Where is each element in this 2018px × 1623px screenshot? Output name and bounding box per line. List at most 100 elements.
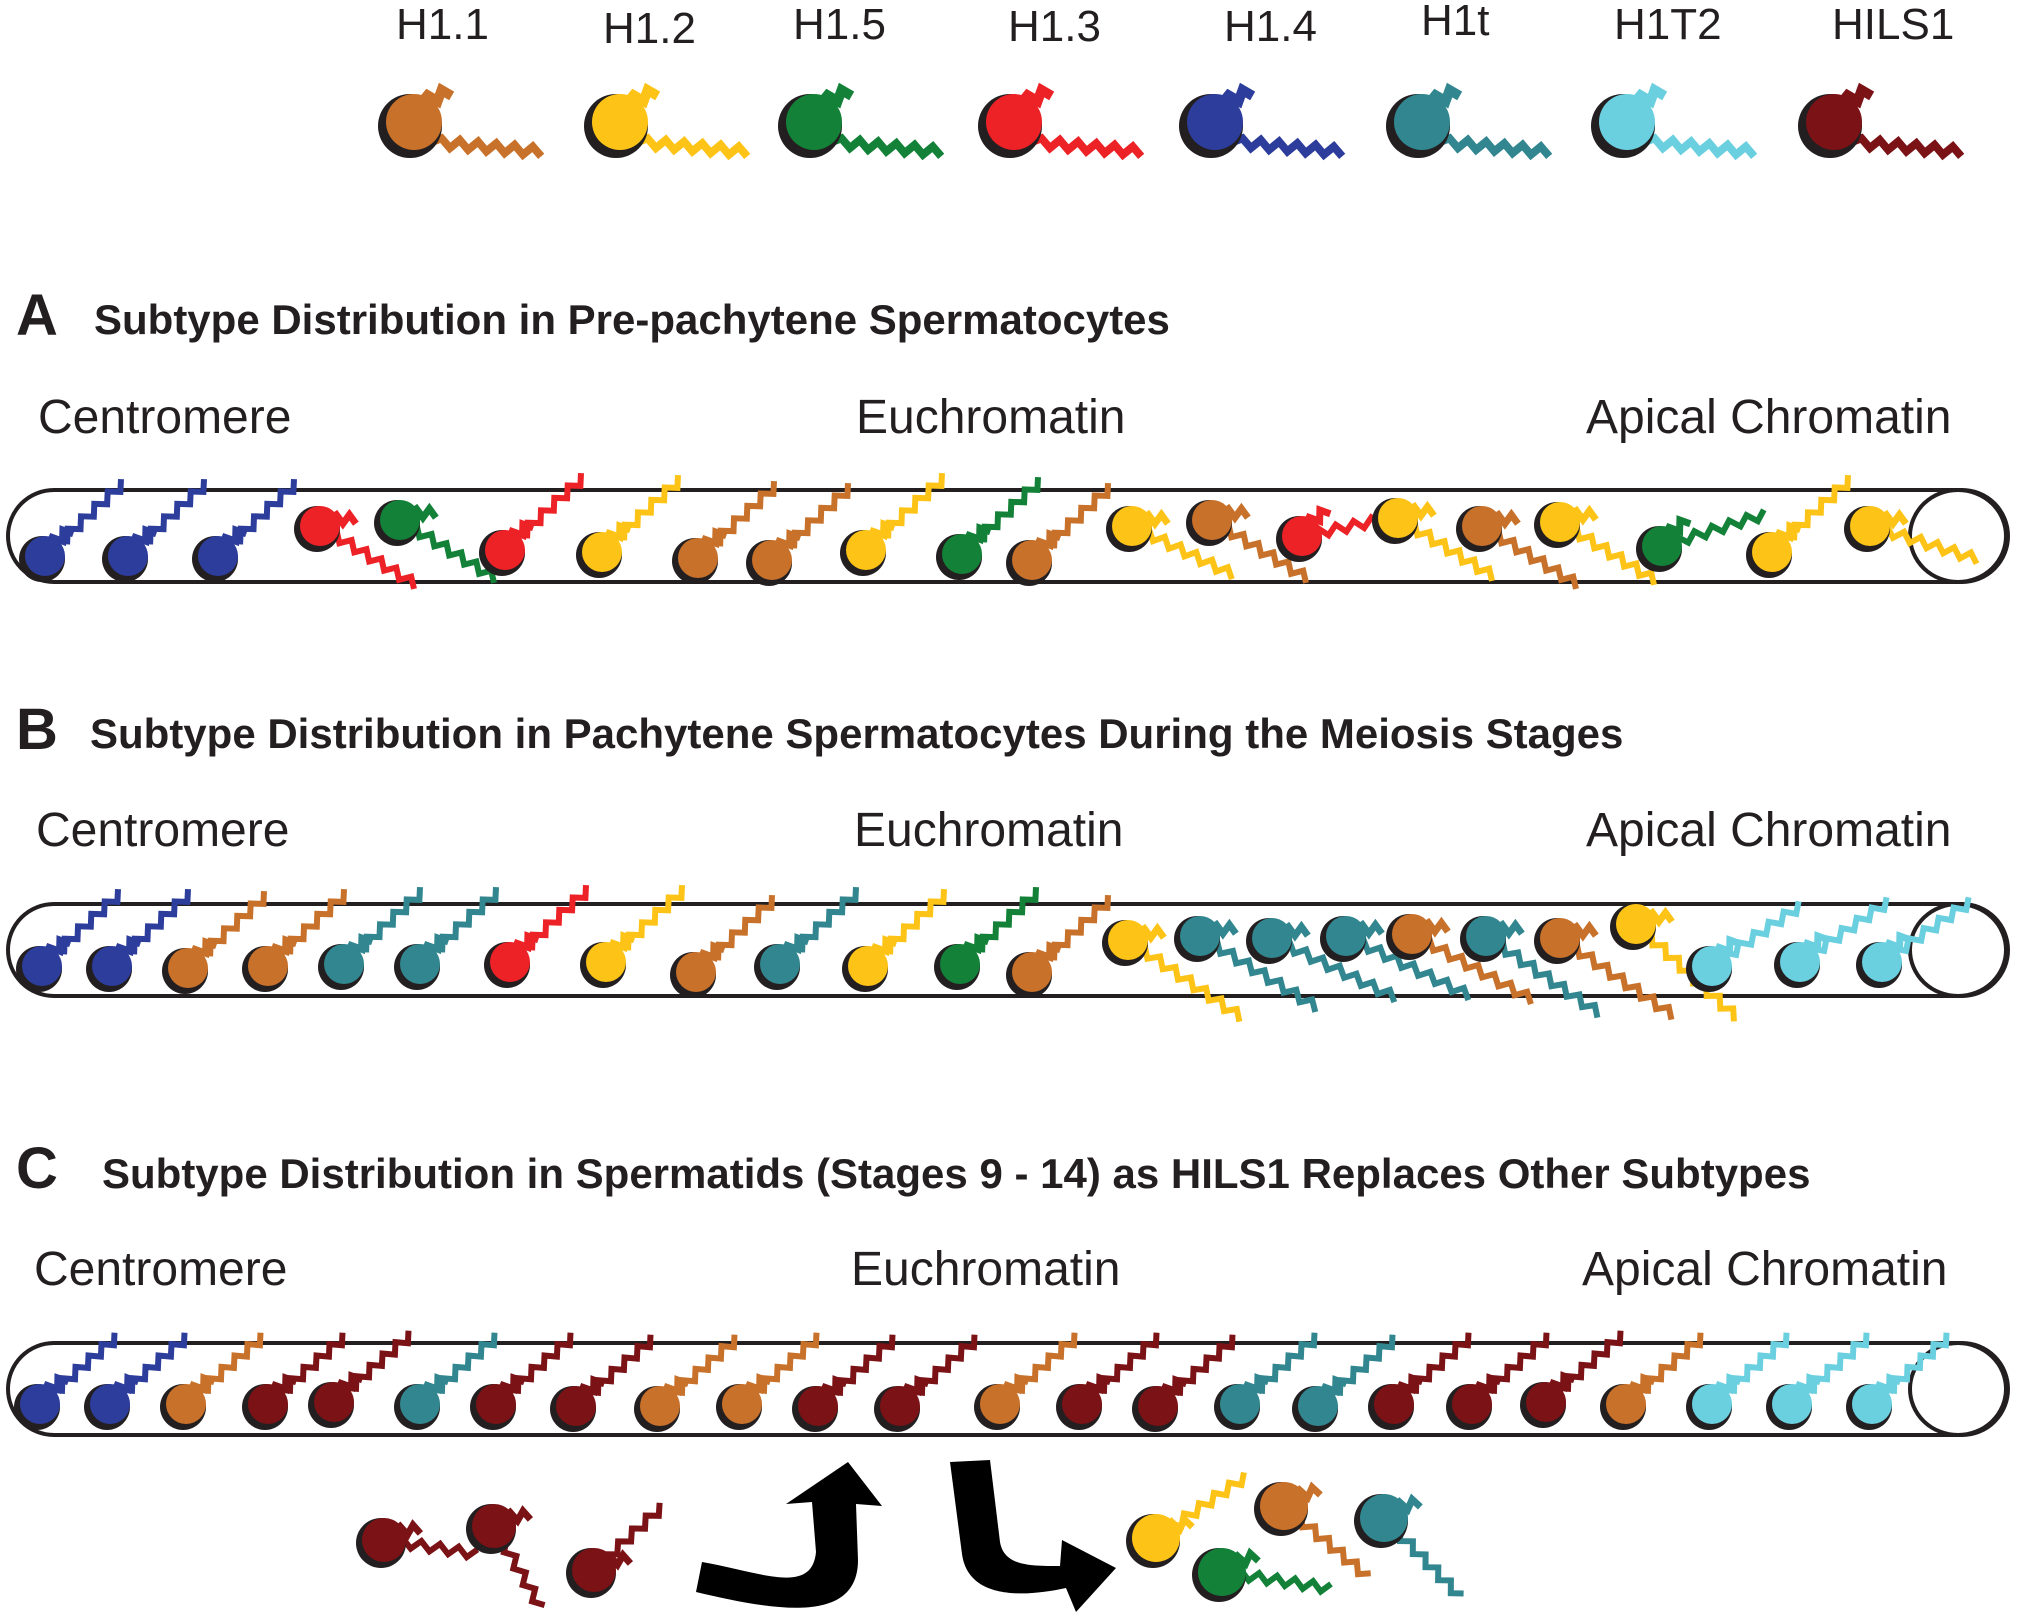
histone-h1t2	[1686, 900, 1802, 992]
histone-h1-1	[1186, 500, 1309, 584]
panel-c-centromere-label: Centromere	[34, 1243, 288, 1296]
displacement-arrow	[950, 1460, 1116, 1612]
legend-label-h1-2: H1.2	[603, 4, 696, 53]
histone-h1-3	[294, 506, 417, 590]
histone-h1-2	[1106, 506, 1235, 581]
histone-h1-1	[1456, 506, 1579, 590]
legend-label-h1-5: H1.5	[793, 0, 886, 49]
legend-histone-h1-5	[778, 82, 945, 161]
histone-h1t	[318, 886, 423, 990]
histone-h1-4	[86, 888, 191, 992]
histone-h1-2	[1534, 502, 1657, 586]
panel-b-centromere-label: Centromere	[36, 804, 290, 857]
histone-h1-2	[576, 474, 681, 578]
histone-h1t	[1174, 916, 1319, 1013]
legend-label-h1t2: H1T2	[1614, 0, 1722, 49]
legend-histone-h1t	[1386, 82, 1553, 161]
legend-label-h1-3: H1.3	[1008, 2, 1101, 51]
histone-h1t2	[1774, 896, 1890, 988]
histone-h1t	[394, 1332, 498, 1430]
histone-h1-1	[242, 888, 347, 992]
panel-a-letter: A	[16, 283, 58, 348]
histone-h1-2	[1746, 474, 1851, 578]
histone-hils1	[1446, 1332, 1550, 1430]
legend-label-h1-4: H1.4	[1224, 2, 1317, 51]
histone-h1-1	[670, 894, 775, 998]
histone-hils1	[242, 1332, 346, 1430]
histone-h1t	[1214, 1332, 1318, 1430]
histone-h1t	[1246, 918, 1398, 1004]
histone-h1-1	[1254, 1481, 1371, 1578]
histone-h1t	[1320, 916, 1472, 1002]
histone-h1-5	[936, 476, 1041, 580]
histone-hils1	[356, 1518, 480, 1568]
legend-label-h1-1: H1.1	[396, 0, 489, 49]
histone-h1t2	[1766, 1332, 1870, 1430]
histone-h1-1	[634, 1334, 738, 1432]
legend-label-h1t: H1t	[1421, 0, 1490, 45]
histone-h1-1	[1600, 1332, 1704, 1430]
panel-a-centromere-label: Centromere	[38, 391, 292, 444]
histone-h1-4	[14, 1332, 118, 1430]
histone-h1-4	[19, 478, 124, 582]
legend-histone-h1-2	[584, 82, 751, 161]
legend-histone-h1-4	[1179, 82, 1346, 161]
panel-c-euchromatin-label: Euchromatin	[851, 1243, 1121, 1296]
histone-h1-5	[1636, 508, 1767, 572]
histone-hils1	[566, 1502, 663, 1598]
histone-hils1	[1368, 1332, 1472, 1430]
incorporation-arrow	[696, 1462, 882, 1608]
panel-b-apical-label: Apical Chromatin	[1586, 804, 1952, 857]
panel-c-letter: C	[16, 1136, 58, 1201]
histone-h1t	[1292, 1334, 1396, 1432]
legend-histone-h1-3	[978, 82, 1145, 161]
histone-h1-2	[1844, 506, 1980, 566]
histone-h1-1	[1386, 914, 1534, 1005]
histone-h1-1	[672, 480, 777, 584]
histone-h1-1	[746, 482, 851, 586]
histone-hils1	[1056, 1332, 1160, 1430]
histone-hils1	[550, 1334, 654, 1432]
legend-histone-hils1	[1798, 82, 1965, 161]
panel-b-letter: B	[16, 697, 58, 762]
histone-h1-2	[1102, 920, 1243, 1023]
histone-hils1	[1520, 1330, 1624, 1428]
legend-histone-h1-1	[378, 82, 545, 161]
legend-label-hils1: HILS1	[1832, 0, 1955, 49]
histone-h1t	[1354, 1493, 1464, 1597]
histone-h1-2	[1372, 498, 1495, 582]
histone-h1-2	[580, 884, 685, 988]
histone-hils1	[466, 1504, 546, 1608]
histone-h1-2	[1126, 1471, 1247, 1568]
histone-h1-1	[974, 1332, 1078, 1430]
histone-hils1	[308, 1330, 412, 1428]
panel-b-title: Subtype Distribution in Pachytene Sperma…	[90, 710, 1624, 757]
histone-h1-4	[192, 478, 297, 582]
histone-hils1	[470, 1332, 574, 1430]
histone-h1-4	[102, 478, 207, 582]
panel-b-euchromatin-label: Euchromatin	[854, 804, 1124, 857]
histone-h1-4	[16, 888, 121, 992]
histone-hils1	[1132, 1334, 1236, 1432]
histone-h1-5	[1192, 1547, 1333, 1602]
histone-h1t2	[1846, 1332, 1950, 1430]
histone-h1-1	[162, 890, 267, 994]
histone-h1-5	[374, 500, 497, 584]
histone-h1t	[394, 886, 499, 990]
histone-h1-1	[160, 1332, 264, 1430]
histone-h1-1	[716, 1332, 820, 1430]
histone-h1-2	[1610, 904, 1737, 1022]
panel-a-title: Subtype Distribution in Pre-pachytene Sp…	[94, 296, 1170, 343]
histone-h1-2	[840, 472, 945, 576]
histone-h1-3	[479, 472, 584, 576]
histone-h1t2	[1686, 1332, 1790, 1430]
panel-a-apical-label: Apical Chromatin	[1586, 391, 1952, 444]
histone-h1-2	[842, 888, 947, 992]
panel-c-apical-label: Apical Chromatin	[1582, 1243, 1948, 1296]
histone-h1-1	[1006, 894, 1111, 998]
histone-hils1	[792, 1334, 896, 1432]
histone-h1-5	[934, 886, 1039, 990]
histone-h1t	[754, 886, 859, 990]
histone-h1-3	[484, 884, 589, 988]
